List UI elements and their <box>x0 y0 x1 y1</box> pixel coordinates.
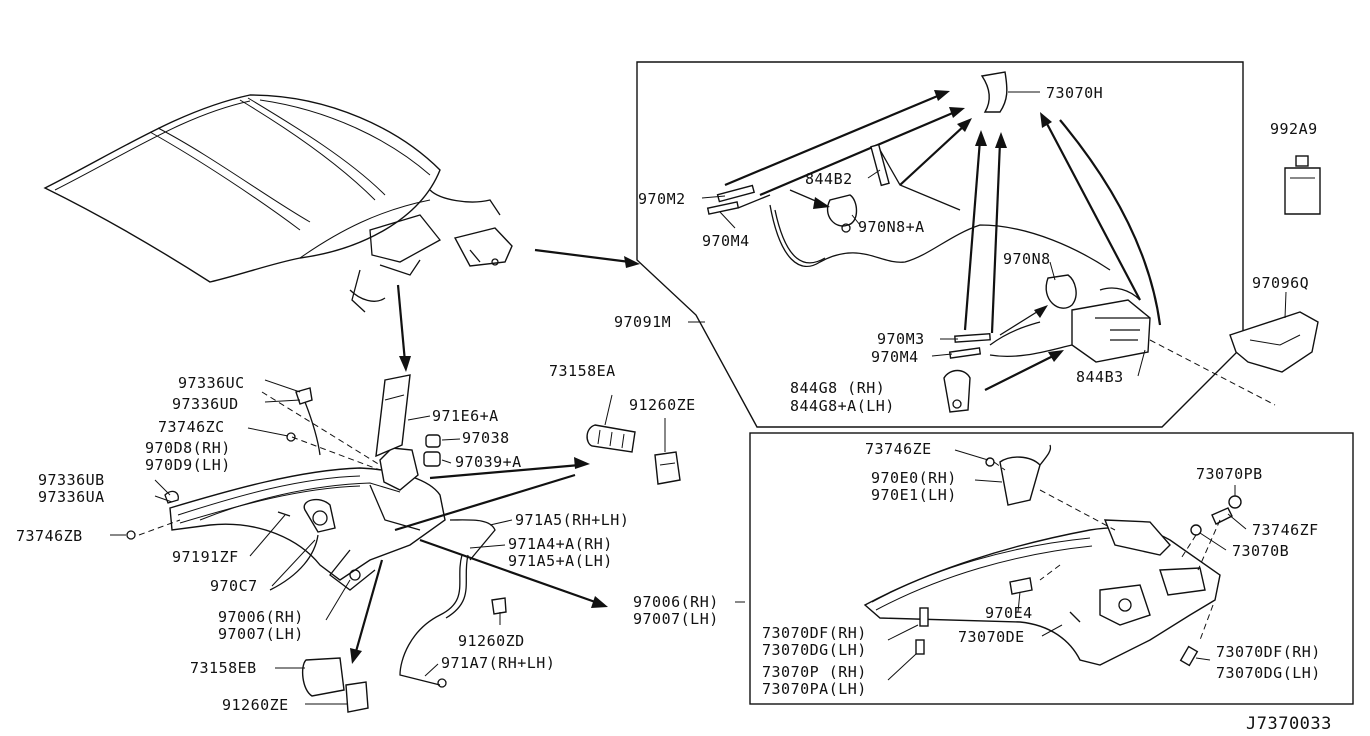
label-97006-mid: 97006(RH) <box>633 593 719 611</box>
label-970N8A: 970N8+A <box>858 218 925 236</box>
label-844B3: 844B3 <box>1076 368 1124 386</box>
label-91260ZE-bottom: 91260ZE <box>222 696 289 714</box>
label-970M2: 970M2 <box>638 190 686 208</box>
label-73070DF-right: 73070DF(RH) <box>1216 643 1321 661</box>
label-73070H: 73070H <box>1046 84 1103 102</box>
label-97039A: 97039+A <box>455 453 522 471</box>
label-73746ZE: 73746ZE <box>865 440 932 458</box>
linkage-assembly-right <box>863 444 1242 667</box>
arrow-to-linkage <box>396 284 407 363</box>
label-73158EB: 73158EB <box>190 659 257 677</box>
label-971A5A: 971A5+A(LH) <box>508 552 613 570</box>
label-970C7: 970C7 <box>210 577 258 595</box>
label-73070DE: 73070DE <box>958 628 1025 646</box>
diagram-id: J7370033 <box>1246 714 1332 734</box>
label-73746ZB: 73746ZB <box>16 527 83 545</box>
label-97336UA: 97336UA <box>38 488 105 506</box>
label-970M4-top: 970M4 <box>702 232 750 250</box>
label-97007-mid: 97007(LH) <box>633 610 719 628</box>
label-73070PA: 73070PA(LH) <box>762 680 867 698</box>
label-970N8: 970N8 <box>1003 250 1051 268</box>
leader-lines <box>110 169 1287 705</box>
label-992A9: 992A9 <box>1270 120 1318 138</box>
label-73070B: 73070B <box>1232 542 1289 560</box>
label-844B2: 844B2 <box>805 170 853 188</box>
label-97096Q: 97096Q <box>1252 274 1309 292</box>
label-97007-left: 97007(LH) <box>218 625 304 643</box>
label-844G8A: 844G8+A(LH) <box>790 397 895 415</box>
linkage-assembly-left <box>126 374 681 713</box>
label-971E6A: 971E6+A <box>432 407 499 425</box>
label-97038: 97038 <box>462 429 510 447</box>
label-73070DF-left: 73070DF(RH) <box>762 624 867 642</box>
label-97336UD: 97336UD <box>172 395 239 413</box>
label-970D8: 970D8(RH) <box>145 439 231 457</box>
label-970E4: 970E4 <box>985 604 1033 622</box>
label-73158EA: 73158EA <box>549 362 616 380</box>
roof-assembly <box>43 94 513 313</box>
label-97191ZF: 97191ZF <box>172 548 239 566</box>
hydraulic-unit-box <box>636 61 1244 428</box>
cover-panel <box>1229 311 1319 373</box>
detail-box <box>749 432 1354 705</box>
label-73746ZF: 73746ZF <box>1252 521 1319 539</box>
label-97336UC: 97336UC <box>178 374 245 392</box>
part-labels: 73070H 992A9 970M2 844B2 970N8+A 970M4 9… <box>16 84 1332 734</box>
label-97006-left: 97006(RH) <box>218 608 304 626</box>
fluid-bottle <box>1284 155 1321 215</box>
label-91260ZE-top: 91260ZE <box>629 396 696 414</box>
label-971A5: 971A5(RH+LH) <box>515 511 629 529</box>
label-97336UB: 97336UB <box>38 471 105 489</box>
arrow-to-hydraulic <box>534 248 631 264</box>
label-971A4A: 971A4+A(RH) <box>508 535 613 553</box>
label-970E1: 970E1(LH) <box>871 486 957 504</box>
label-91260ZD: 91260ZD <box>458 632 525 650</box>
label-97091M: 97091M <box>614 313 671 331</box>
label-73070DG-right: 73070DG(LH) <box>1216 664 1321 682</box>
arrow-head <box>624 256 640 268</box>
label-73070P: 73070P (RH) <box>762 663 867 681</box>
arrow-head <box>399 356 411 372</box>
label-73746ZC: 73746ZC <box>158 418 225 436</box>
label-970M4-bottom: 970M4 <box>871 348 919 366</box>
label-73070DG-left: 73070DG(LH) <box>762 641 867 659</box>
label-844G8: 844G8 (RH) <box>790 379 885 397</box>
label-73070PB: 73070PB <box>1196 465 1263 483</box>
label-970M3: 970M3 <box>877 330 925 348</box>
hydraulic-unit-parts <box>706 71 1276 413</box>
label-971A7: 971A7(RH+LH) <box>441 654 555 672</box>
label-970D9: 970D9(LH) <box>145 456 231 474</box>
label-970E0: 970E0(RH) <box>871 469 957 487</box>
